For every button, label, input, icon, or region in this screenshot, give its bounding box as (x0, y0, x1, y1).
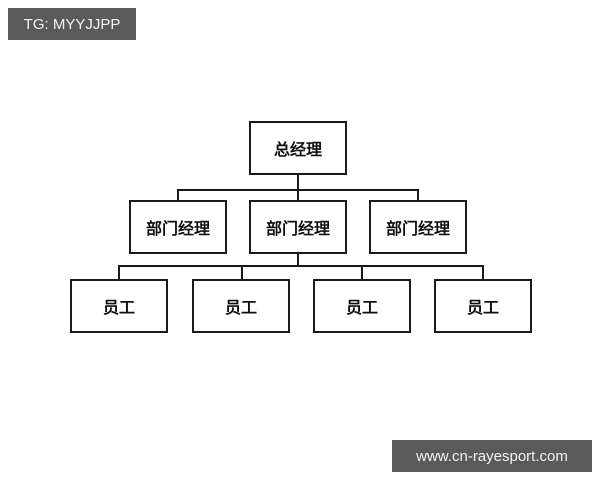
connector (241, 265, 243, 280)
node-general-manager: 总经理 (249, 121, 347, 175)
node-department-manager: 部门经理 (129, 200, 227, 254)
node-employee: 员工 (70, 279, 168, 333)
connector (361, 265, 363, 280)
connector (482, 265, 484, 280)
connector (297, 253, 299, 266)
connector (417, 189, 419, 201)
connector (118, 265, 120, 280)
connector (297, 174, 299, 190)
watermark-top: TG: MYYJJPP (8, 8, 136, 40)
connector (118, 265, 484, 267)
connector (177, 189, 179, 201)
connector (297, 189, 299, 201)
node-employee: 员工 (192, 279, 290, 333)
node-employee: 员工 (434, 279, 532, 333)
watermark-bottom: www.cn-rayesport.com (392, 440, 592, 472)
node-employee: 员工 (313, 279, 411, 333)
node-department-manager: 部门经理 (369, 200, 467, 254)
node-department-manager: 部门经理 (249, 200, 347, 254)
